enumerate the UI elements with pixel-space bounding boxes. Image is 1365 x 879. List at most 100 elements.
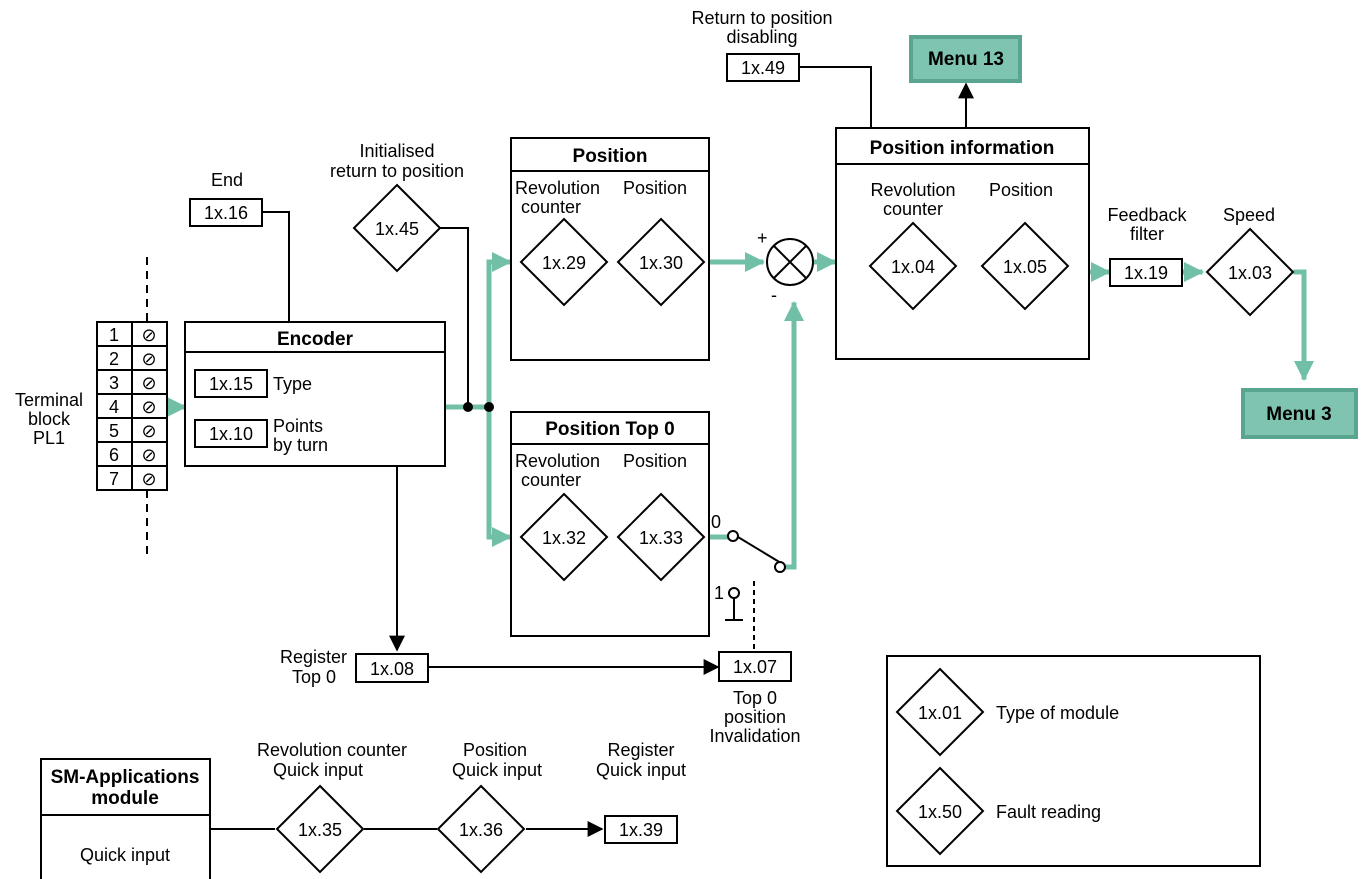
disabling-label-line: Return to position	[691, 8, 832, 28]
info-rev-label-line: Revolution	[870, 180, 955, 200]
speed-param-code: 1x.03	[1228, 263, 1272, 283]
top0-rev-code: 1x.32	[542, 528, 586, 548]
end-label: End	[211, 170, 243, 190]
speed-to-menu3	[1293, 269, 1314, 381]
terminal-pin-number: 3	[109, 373, 119, 393]
initialised-return-param: Initialised return to position 1x.45	[330, 141, 464, 273]
register-label-line: Top 0	[292, 667, 336, 687]
top0-rev-label-line: Revolution	[515, 451, 600, 471]
position-pos-diamond	[616, 217, 706, 307]
filter-param-box	[1109, 258, 1183, 287]
initialised-connector	[433, 227, 469, 408]
sum-minus-sign: -	[771, 285, 777, 305]
register-param-box	[355, 653, 429, 683]
main-signal-path	[164, 252, 1314, 570]
terminal-pin-number: 4	[109, 397, 119, 417]
speed-label: Speed	[1223, 205, 1275, 225]
quick-input-rev: Revolution counter Quick input 1x.35	[257, 740, 407, 874]
position-title: Position	[573, 146, 648, 167]
initialised-diamond	[352, 183, 442, 273]
switch-contact-common	[774, 561, 786, 573]
selector-switch: 0 1	[711, 512, 786, 603]
position-pos-code: 1x.30	[639, 253, 683, 273]
junction-dot	[484, 402, 494, 412]
terminal-block: 1 2 3 4 5 6 7 ⊘ ⊘ ⊘ ⊘ ⊘ ⊘ ⊘ Terminal blo…	[15, 321, 168, 491]
end-connector	[262, 211, 290, 322]
end-param-code: 1x.16	[204, 203, 248, 223]
end-param: End 1x.16	[189, 170, 263, 227]
filter-label-line: filter	[1130, 224, 1164, 244]
legend-fault-code: 1x.50	[918, 802, 962, 822]
type-param-box	[194, 369, 268, 398]
info-pos-diamond	[980, 221, 1070, 311]
quick-pos-diamond	[436, 784, 526, 874]
filter-param-code: 1x.19	[1124, 263, 1168, 283]
terminal-screw-icon: ⊘	[141, 349, 156, 369]
to-position-top0	[486, 404, 512, 547]
invalidation-param-code: 1x.07	[733, 657, 777, 677]
top0-pos-label: Position	[623, 451, 687, 471]
signal-wiring	[146, 66, 974, 837]
sm-module-title-line: SM-Applications	[51, 767, 200, 788]
terminal-label-line: Terminal	[15, 390, 83, 410]
switch-to-sum	[781, 301, 804, 570]
quick-pos-code: 1x.36	[459, 820, 503, 840]
position-block: Position Revolution counter Position 1x.…	[510, 137, 710, 361]
quick-input-pos: Position Quick input 1x.36	[436, 740, 542, 874]
top0-rev-label-line: counter	[521, 470, 581, 490]
type-label: Type	[273, 374, 312, 394]
quick-pos-label-line: Position	[463, 740, 527, 760]
switch-1-label: 1	[714, 583, 724, 603]
position-top0-title: Position Top 0	[545, 419, 674, 440]
legend-module-label: Type of module	[996, 703, 1119, 723]
sum-plus-sign: +	[757, 228, 768, 248]
quick-rev-code: 1x.35	[298, 820, 342, 840]
terminal-pin-numbers: 1 2 3 4 5 6 7	[109, 325, 119, 489]
register-label-line: Register	[280, 647, 347, 667]
legend-module-diamond	[895, 667, 985, 757]
points-param-code: 1x.10	[209, 424, 253, 444]
switch-blade	[732, 533, 782, 564]
position-rev-code: 1x.29	[542, 253, 586, 273]
legend-fault-diamond	[895, 766, 985, 856]
speed-param: Speed 1x.03	[1205, 205, 1295, 317]
return-disabling-param: Return to position disabling 1x.49	[691, 8, 833, 82]
terminal-label-line: block	[28, 409, 71, 429]
points-label-line: Points	[273, 416, 323, 436]
sm-applications-module: SM-Applications module Quick input	[40, 758, 211, 879]
terminal-pin-number: 1	[109, 325, 119, 345]
quick-rev-label-line: Quick input	[273, 760, 363, 780]
position-pos-label: Position	[623, 178, 687, 198]
menu3-label: Menu 3	[1266, 404, 1331, 425]
top0-invalidation-param: 1x.07 Top 0 position Invalidation	[709, 651, 801, 746]
quick-rev-diamond	[275, 784, 365, 874]
quick-reg-code: 1x.39	[619, 820, 663, 840]
quick-pos-label-line: Quick input	[452, 760, 542, 780]
register-param-code: 1x.08	[370, 659, 414, 679]
position-information-block: Position information Revolution counter …	[835, 127, 1090, 360]
top0-pos-code: 1x.33	[639, 528, 683, 548]
disabling-param-box	[726, 53, 800, 82]
terminal-pin-number: 5	[109, 421, 119, 441]
terminal-screw-icon: ⊘	[141, 373, 156, 393]
filter-label-line: Feedback	[1107, 205, 1187, 225]
switch-contact-0	[727, 530, 739, 542]
info-rev-diamond	[868, 221, 958, 311]
points-label-line: by turn	[273, 435, 328, 455]
quick-reg-label-line: Register	[607, 740, 674, 760]
invalidation-label-line: Invalidation	[709, 726, 800, 746]
sm-module-title-line: module	[91, 788, 159, 809]
encoder-block: Encoder 1x.15 Type 1x.10 Points by turn	[184, 321, 446, 467]
sm-module-quick-input: Quick input	[80, 845, 170, 865]
initialised-param-code: 1x.45	[375, 219, 419, 239]
terminal-screw-icon: ⊘	[141, 469, 156, 489]
terminal-label-line: PL1	[33, 428, 65, 448]
terminal-screw-icon: ⊘	[141, 421, 156, 441]
initialised-label-line: return to position	[330, 161, 464, 181]
terminal-pin-number: 2	[109, 349, 119, 369]
menu3-link: Menu 3	[1241, 388, 1358, 439]
terminal-screw-icon: ⊘	[141, 325, 156, 345]
summing-junction: + -	[757, 228, 814, 305]
position-info-title: Position information	[870, 138, 1055, 159]
type-param-code: 1x.15	[209, 374, 253, 394]
